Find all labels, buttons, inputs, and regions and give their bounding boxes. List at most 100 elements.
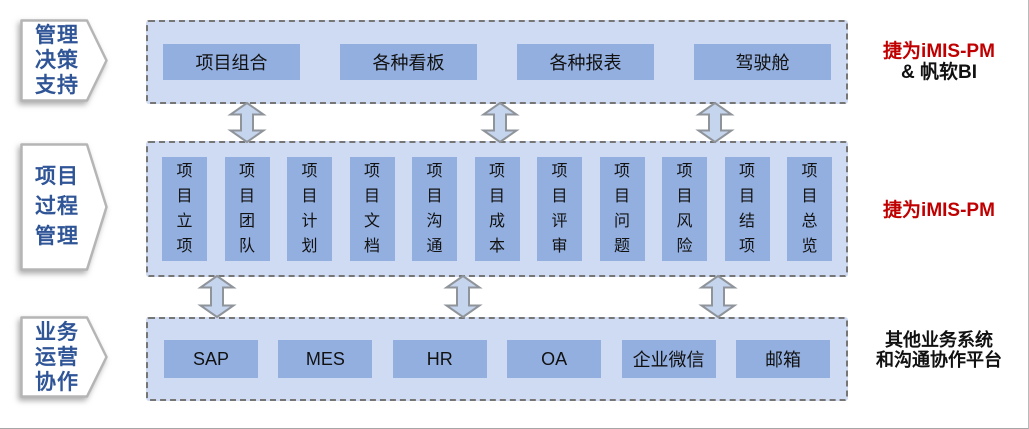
vertical-char: 项 (551, 163, 568, 180)
pentagon-outline (20, 19, 108, 102)
module-box: 企业微信 (621, 340, 716, 378)
vertical-char: 评 (551, 213, 568, 230)
vertical-char: 总 (801, 213, 818, 230)
vertical-char: 队 (238, 238, 255, 255)
vertical-char: 目 (738, 188, 755, 205)
module-box: 项目团队 (224, 157, 270, 261)
module-box: 项目总览 (787, 157, 832, 261)
module-box: 项目文档 (349, 157, 395, 261)
vertical-char: 项 (176, 163, 193, 180)
vertical-char: 目 (363, 188, 380, 205)
module-box: OA (507, 340, 602, 378)
vertical-char: 目 (426, 188, 443, 205)
module-box: 项目成本 (474, 157, 520, 261)
vertical-char: 项 (238, 163, 255, 180)
module-box: SAP (164, 340, 258, 378)
product-note-line: 捷为iMIS-PM (883, 200, 995, 221)
module-box: 项目计划 (287, 157, 332, 261)
vertical-char: 目 (488, 188, 505, 205)
layer-label: 管理决策支持 (20, 18, 94, 103)
module-box: 项目评审 (537, 157, 582, 261)
vertical-char: 项 (426, 163, 443, 180)
updown-arrow-icon (443, 274, 483, 319)
module-box: 项目沟通 (412, 157, 457, 261)
layer-label-line: 决策 (35, 49, 79, 72)
module-box: 驾驶舱 (694, 44, 831, 80)
vertical-char: 问 (613, 213, 630, 230)
module-box: 项目立项 (162, 157, 207, 261)
vertical-char: 目 (676, 188, 693, 205)
vertical-char: 项 (301, 163, 318, 180)
product-note-business: 其他业务系统和沟通协作平台 (850, 330, 1028, 370)
updown-arrow-icon (480, 101, 520, 144)
layer-label-line: 协作 (35, 370, 79, 394)
layer-label: 业务运营协作 (20, 315, 94, 399)
vertical-char: 项 (613, 163, 630, 180)
layer-label-line: 支持 (35, 74, 79, 97)
layer-container-process: 项目立项项目团队项目计划项目文档项目沟通项目成本项目评审项目问题项目风险项目结项… (146, 141, 848, 277)
layer-label-line: 项目 (35, 165, 79, 188)
vertical-char: 审 (551, 238, 568, 255)
layer-label-shape: 项目过程管理 (20, 142, 108, 272)
module-box: 项目结项 (724, 157, 770, 261)
updown-arrow-icon (695, 101, 735, 144)
chevron-pentagon-icon (20, 19, 108, 102)
vertical-char: 目 (801, 188, 818, 205)
module-box: 邮箱 (735, 340, 830, 378)
product-note-process: 捷为iMIS-PM (850, 200, 1028, 221)
vertical-char: 项 (738, 238, 755, 255)
chevron-pentagon-icon (20, 143, 108, 271)
layer-label-line: 业务 (35, 320, 79, 344)
vertical-char: 通 (426, 238, 443, 255)
vertical-char: 档 (363, 238, 380, 255)
vertical-char: 目 (238, 188, 255, 205)
vertical-char: 险 (676, 238, 693, 255)
module-box: 各种报表 (517, 44, 654, 80)
vertical-char: 目 (551, 188, 568, 205)
vertical-char: 题 (613, 238, 630, 255)
vertical-char: 目 (176, 188, 193, 205)
module-list: 项目组合 各种看板 各种报表 驾驶舱 (163, 44, 831, 80)
vertical-char: 项 (488, 163, 505, 180)
layer-label-shape: 管理决策支持 (20, 18, 108, 103)
vertical-char: 团 (238, 213, 255, 230)
module-box: MES (278, 340, 373, 378)
vertical-char: 结 (738, 213, 755, 230)
module-list: 项目立项项目团队项目计划项目文档项目沟通项目成本项目评审项目问题项目风险项目结项… (162, 157, 832, 261)
layer-container-decision: 项目组合 各种看板 各种报表 驾驶舱 (146, 20, 848, 104)
layer-label-line: 管理 (35, 225, 79, 248)
pentagon-outline (20, 143, 108, 271)
layer-label-line: 管理 (35, 24, 79, 47)
module-list: SAP MES HR OA 企业微信邮箱 (164, 340, 830, 378)
vertical-char: 文 (363, 213, 380, 230)
layer-label-line: 运营 (35, 345, 79, 369)
vertical-char: 项 (363, 163, 380, 180)
product-note-line: 捷为iMIS-PM (883, 41, 995, 62)
vertical-char: 立 (176, 213, 193, 230)
vertical-char: 项 (801, 163, 818, 180)
vertical-char: 项 (676, 163, 693, 180)
updown-arrow-icon (698, 274, 738, 319)
chevron-pentagon-icon (20, 316, 108, 398)
module-box: 项目问题 (599, 157, 645, 261)
layer-container-business: SAP MES HR OA 企业微信邮箱 (146, 317, 848, 401)
product-note-line: & 帆软BI (900, 62, 977, 83)
product-note-decision: 捷为iMIS-PM& 帆软BI (850, 41, 1028, 83)
layer-label: 项目过程管理 (20, 142, 94, 272)
module-box: 各种看板 (340, 44, 477, 80)
updown-arrow-icon (197, 274, 237, 319)
module-box: 项目组合 (163, 44, 300, 80)
product-note-line: 和沟通协作平台 (876, 350, 1002, 370)
vertical-char: 目 (301, 188, 318, 205)
layer-label-shape: 业务运营协作 (20, 315, 108, 399)
vertical-char: 本 (488, 238, 505, 255)
vertical-char: 目 (613, 188, 630, 205)
vertical-char: 项 (176, 238, 193, 255)
vertical-char: 沟 (426, 213, 443, 230)
updown-arrow-icon (227, 101, 267, 144)
vertical-char: 览 (801, 238, 818, 255)
vertical-char: 计 (301, 213, 318, 230)
module-box: HR (392, 340, 487, 378)
product-note-line: 其他业务系统 (885, 330, 993, 350)
